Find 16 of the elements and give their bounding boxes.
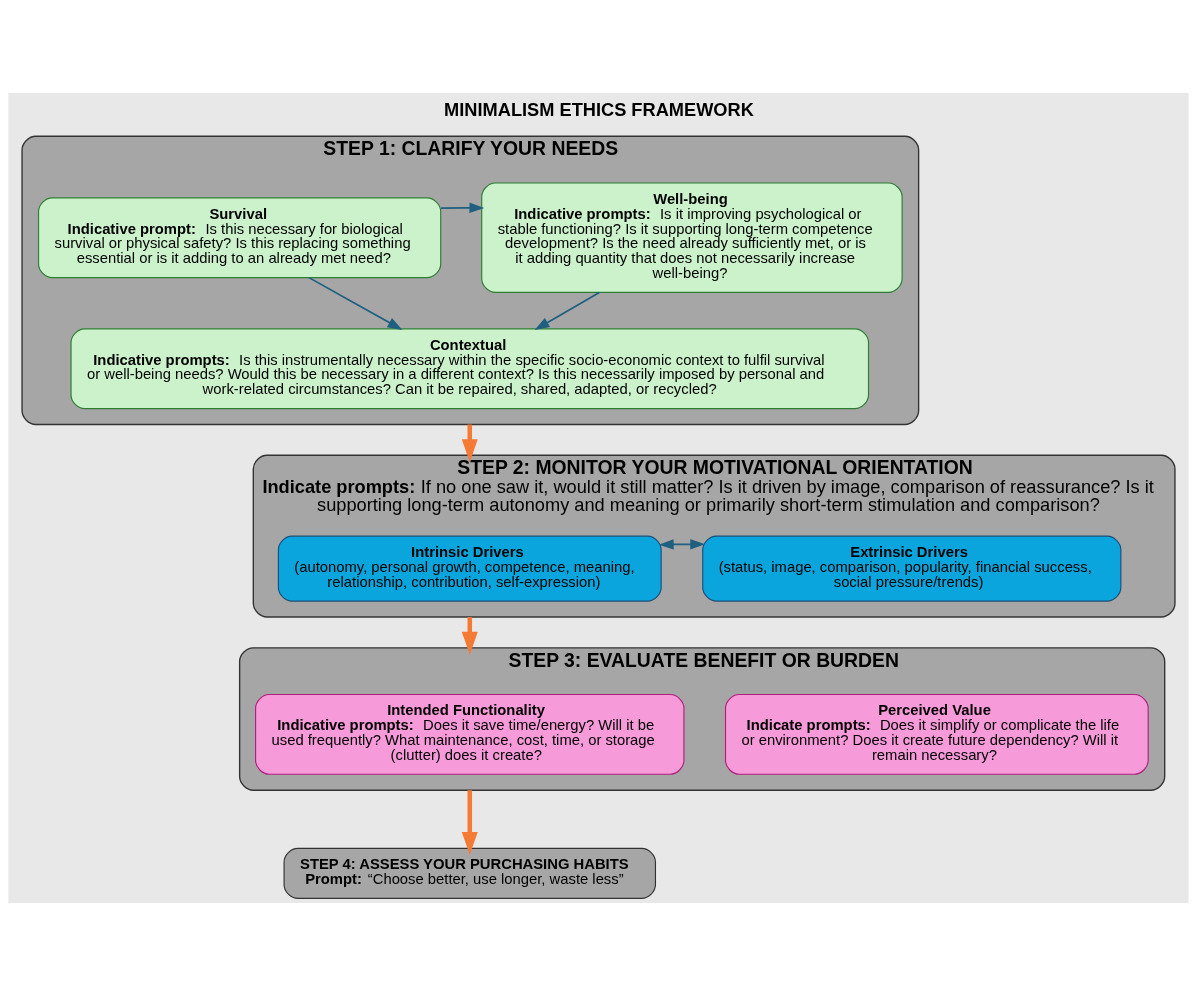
node-box: Well-being Indicative prompts: Is it improving psychological or stable functioning? Is it supporting long-term competence development? Is the need already sufficiently met, or is it adding quantity that does not necessarily increase well-being? bbox=[481, 182, 903, 293]
arrow bbox=[461, 617, 478, 655]
node-box: Intrinsic Drivers (autonomy, personal growth, competence, meaning, relationship, contribution, self-expression) bbox=[277, 535, 662, 602]
arrow bbox=[308, 276, 403, 330]
diagram-title: MINIMALISM ETHICS FRAMEWORK bbox=[444, 99, 754, 120]
node-box: Perceived Value Indicate prompts: Does it simplify or complicate the life or environment? Does it create future dependency? Will it remain necessary? bbox=[724, 693, 1149, 775]
node-box: Extrinsic Drivers (status, image, comparison, popularity, financial success, social pressure/trends) bbox=[702, 535, 1122, 602]
node-box: Survival Indicative prompt: Is this necessary for biological survival or physical safety? Is this replacing something essential or is it adding to an already met need? bbox=[38, 197, 442, 279]
node-box: Intended Functionality Indicative prompts: Does it save time/energy? Will it be used frequently? What maintenance, cost, time, or storage (clutter) does it create? bbox=[255, 693, 685, 775]
arrow bbox=[461, 424, 478, 463]
node-box: Contextual Indicative prompts: Is this instrumentally necessary within the specific socio-economic context to fulfil survival or well-being needs? Would this be necessary in a different context? Is this necessarily imposed by personal and work-related circumstances? Can it be repaired, shared, adapted, or recycled? bbox=[70, 328, 870, 410]
arrow bbox=[440, 202, 485, 213]
arrow bbox=[461, 790, 478, 855]
node-box: STEP 4: ASSESS YOUR PURCHASING HABITS Prompt: “Choose better, use longer, waste less” bbox=[283, 847, 657, 899]
arrow bbox=[534, 291, 601, 330]
arrow bbox=[658, 539, 706, 550]
